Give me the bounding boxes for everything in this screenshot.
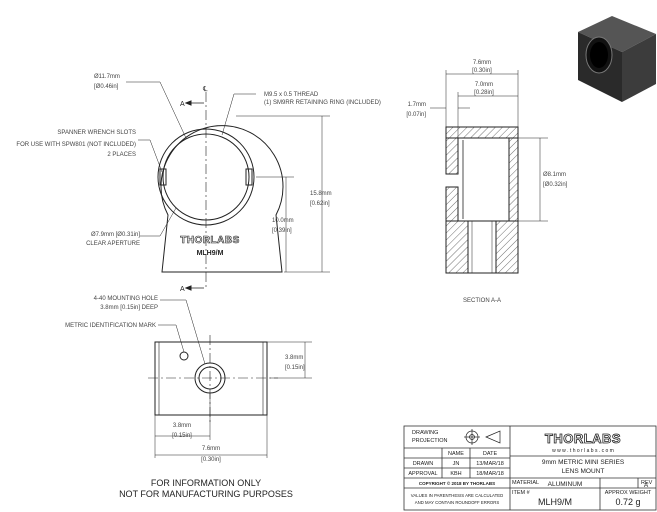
sec-width-outer-in: [0.30in] xyxy=(472,68,492,74)
product-render xyxy=(578,16,656,102)
width-mm: 7.6mm xyxy=(202,446,220,452)
sec-width-outer-mm: 7.6mm xyxy=(473,60,491,66)
side-mm: 3.8mm xyxy=(285,355,303,361)
sec-bore-mm: Ø8.1mm xyxy=(543,172,566,178)
section-arrow-bottom xyxy=(184,285,192,291)
section-dims xyxy=(430,70,548,222)
copyright: COPYRIGHT © 2018 BY THORLABS xyxy=(419,480,495,486)
drawing-projection-1: DRAWING xyxy=(412,430,438,436)
render-front-face xyxy=(622,34,656,102)
center-in: [0.39in] xyxy=(272,228,292,234)
section-letter-top: A xyxy=(180,101,185,108)
tb-title-2: LENS MOUNT xyxy=(562,468,605,475)
disclaimer-line-2: NOT FOR MANUFACTURING PURPOSES xyxy=(119,489,293,499)
col-date: DATE xyxy=(483,451,498,457)
weight-value: 0.72 g xyxy=(615,497,640,507)
bottom-view xyxy=(148,335,278,425)
drawing-projection-2: PROJECTION xyxy=(412,438,447,444)
tb-title-1: 9mm METRIC MINI SERIES xyxy=(542,459,625,466)
render-bore-inner xyxy=(590,42,608,68)
weight-label: APPROX WEIGHT xyxy=(605,490,652,496)
col-name: NAME xyxy=(448,451,464,457)
sec-lip-in: [0.07in] xyxy=(406,112,426,118)
hole-note-2: 3.8mm [0.15in] DEEP xyxy=(100,305,158,311)
front-body-outline xyxy=(160,125,284,273)
section-lip xyxy=(508,137,519,222)
front-view xyxy=(126,81,330,291)
sec-bore-in: [Ø0.32in] xyxy=(543,182,568,188)
thread-note-1: M9.5 x 0.5 THREAD xyxy=(264,92,319,98)
side-in: [0.15in] xyxy=(285,365,305,371)
section-view xyxy=(445,126,519,274)
disclaimer-line-1: FOR INFORMATION ONLY xyxy=(151,478,261,488)
centerline-symbol: ℄ xyxy=(202,86,208,93)
projection-symbol-icon xyxy=(464,429,501,445)
leader-spanner xyxy=(138,139,163,173)
leader-aperture xyxy=(140,207,177,237)
height-in: [0.62in] xyxy=(310,201,330,207)
spanner-note-2: FOR USE WITH SPW801 (NOT INCLUDED) xyxy=(16,142,136,148)
tb-logo: THORLABS xyxy=(545,431,621,446)
section-mount-hole xyxy=(467,220,497,274)
approval-label: APPROVAL xyxy=(408,471,437,477)
leader-metric xyxy=(158,324,185,353)
drawn-date: 13/MAR/18 xyxy=(476,461,504,467)
front-part-label: MLH9/M xyxy=(197,250,224,257)
rev-value: A xyxy=(644,482,649,489)
front-logo: THORLABS xyxy=(180,235,240,246)
render-top-face xyxy=(578,16,656,52)
material-value: ALUMINUM xyxy=(548,481,583,488)
metric-mark xyxy=(179,351,189,361)
material-label: MATERIAL xyxy=(512,480,539,486)
spanner-note-1: SPANNER WRENCH SLOTS xyxy=(57,130,136,136)
height-mm: 15.8mm xyxy=(310,191,332,197)
item-label: ITEM # xyxy=(512,490,531,496)
item-value: MLH9/M xyxy=(538,497,572,507)
bottom-body xyxy=(154,341,268,416)
leader-outer-dia xyxy=(126,81,187,139)
section-wall-left-top xyxy=(445,137,459,175)
drawn-label: DRAWN xyxy=(413,461,434,467)
approval-date: 18/MAR/18 xyxy=(476,471,504,477)
leader-hole xyxy=(160,299,206,365)
approval-name: KBH xyxy=(450,471,461,477)
spanner-note-3: 2 PLACES xyxy=(107,152,136,158)
off-in: [0.15in] xyxy=(172,433,192,439)
spanner-slot-left xyxy=(159,168,167,186)
aperture-note-2: CLEAR APERTURE xyxy=(86,241,140,247)
bottom-dims xyxy=(154,299,312,458)
sec-width-inner-in: [0.28in] xyxy=(474,90,494,96)
section-letter-bottom: A xyxy=(180,286,185,293)
section-wall-left-bottom xyxy=(445,186,459,222)
width-in: [0.30in] xyxy=(201,457,221,463)
section-wall-top xyxy=(445,126,519,139)
center-mm: 10.0mm xyxy=(272,218,294,224)
spanner-slot-right xyxy=(245,168,253,186)
metric-mark-note: METRIC IDENTIFICATION MARK xyxy=(65,323,156,329)
sec-lip-mm: 1.7mm xyxy=(408,102,426,108)
thread-note-2: (1) SM9RR RETAINING RING (INCLUDED) xyxy=(264,100,381,106)
outer-dia-mm: Ø11.7mm xyxy=(94,74,120,80)
tb-note-2: AND MAY CONTAIN ROUNDOFF ERRORS xyxy=(415,500,500,505)
section-caption: SECTION A-A xyxy=(463,298,501,304)
aperture-note-1: Ø7.9mm [Ø0.31in] xyxy=(91,232,140,238)
leader-thread xyxy=(221,93,256,136)
section-arrow-top xyxy=(184,100,192,106)
drawn-name: JN xyxy=(453,461,460,467)
sec-width-inner-mm: 7.0mm xyxy=(475,82,493,88)
title-block xyxy=(403,425,657,511)
hole-note-1: 4-40 MOUNTING HOLE xyxy=(94,296,158,302)
tb-website: w w w . t h o r l a b s . c o m xyxy=(552,448,614,454)
rev-label: REV xyxy=(641,480,653,486)
tb-note-1: VALUES IN PARENTHESIS ARE CALCULATED xyxy=(411,493,503,498)
outer-dia-in: [Ø0.46in] xyxy=(94,84,119,90)
off-mm: 3.8mm xyxy=(173,423,191,429)
